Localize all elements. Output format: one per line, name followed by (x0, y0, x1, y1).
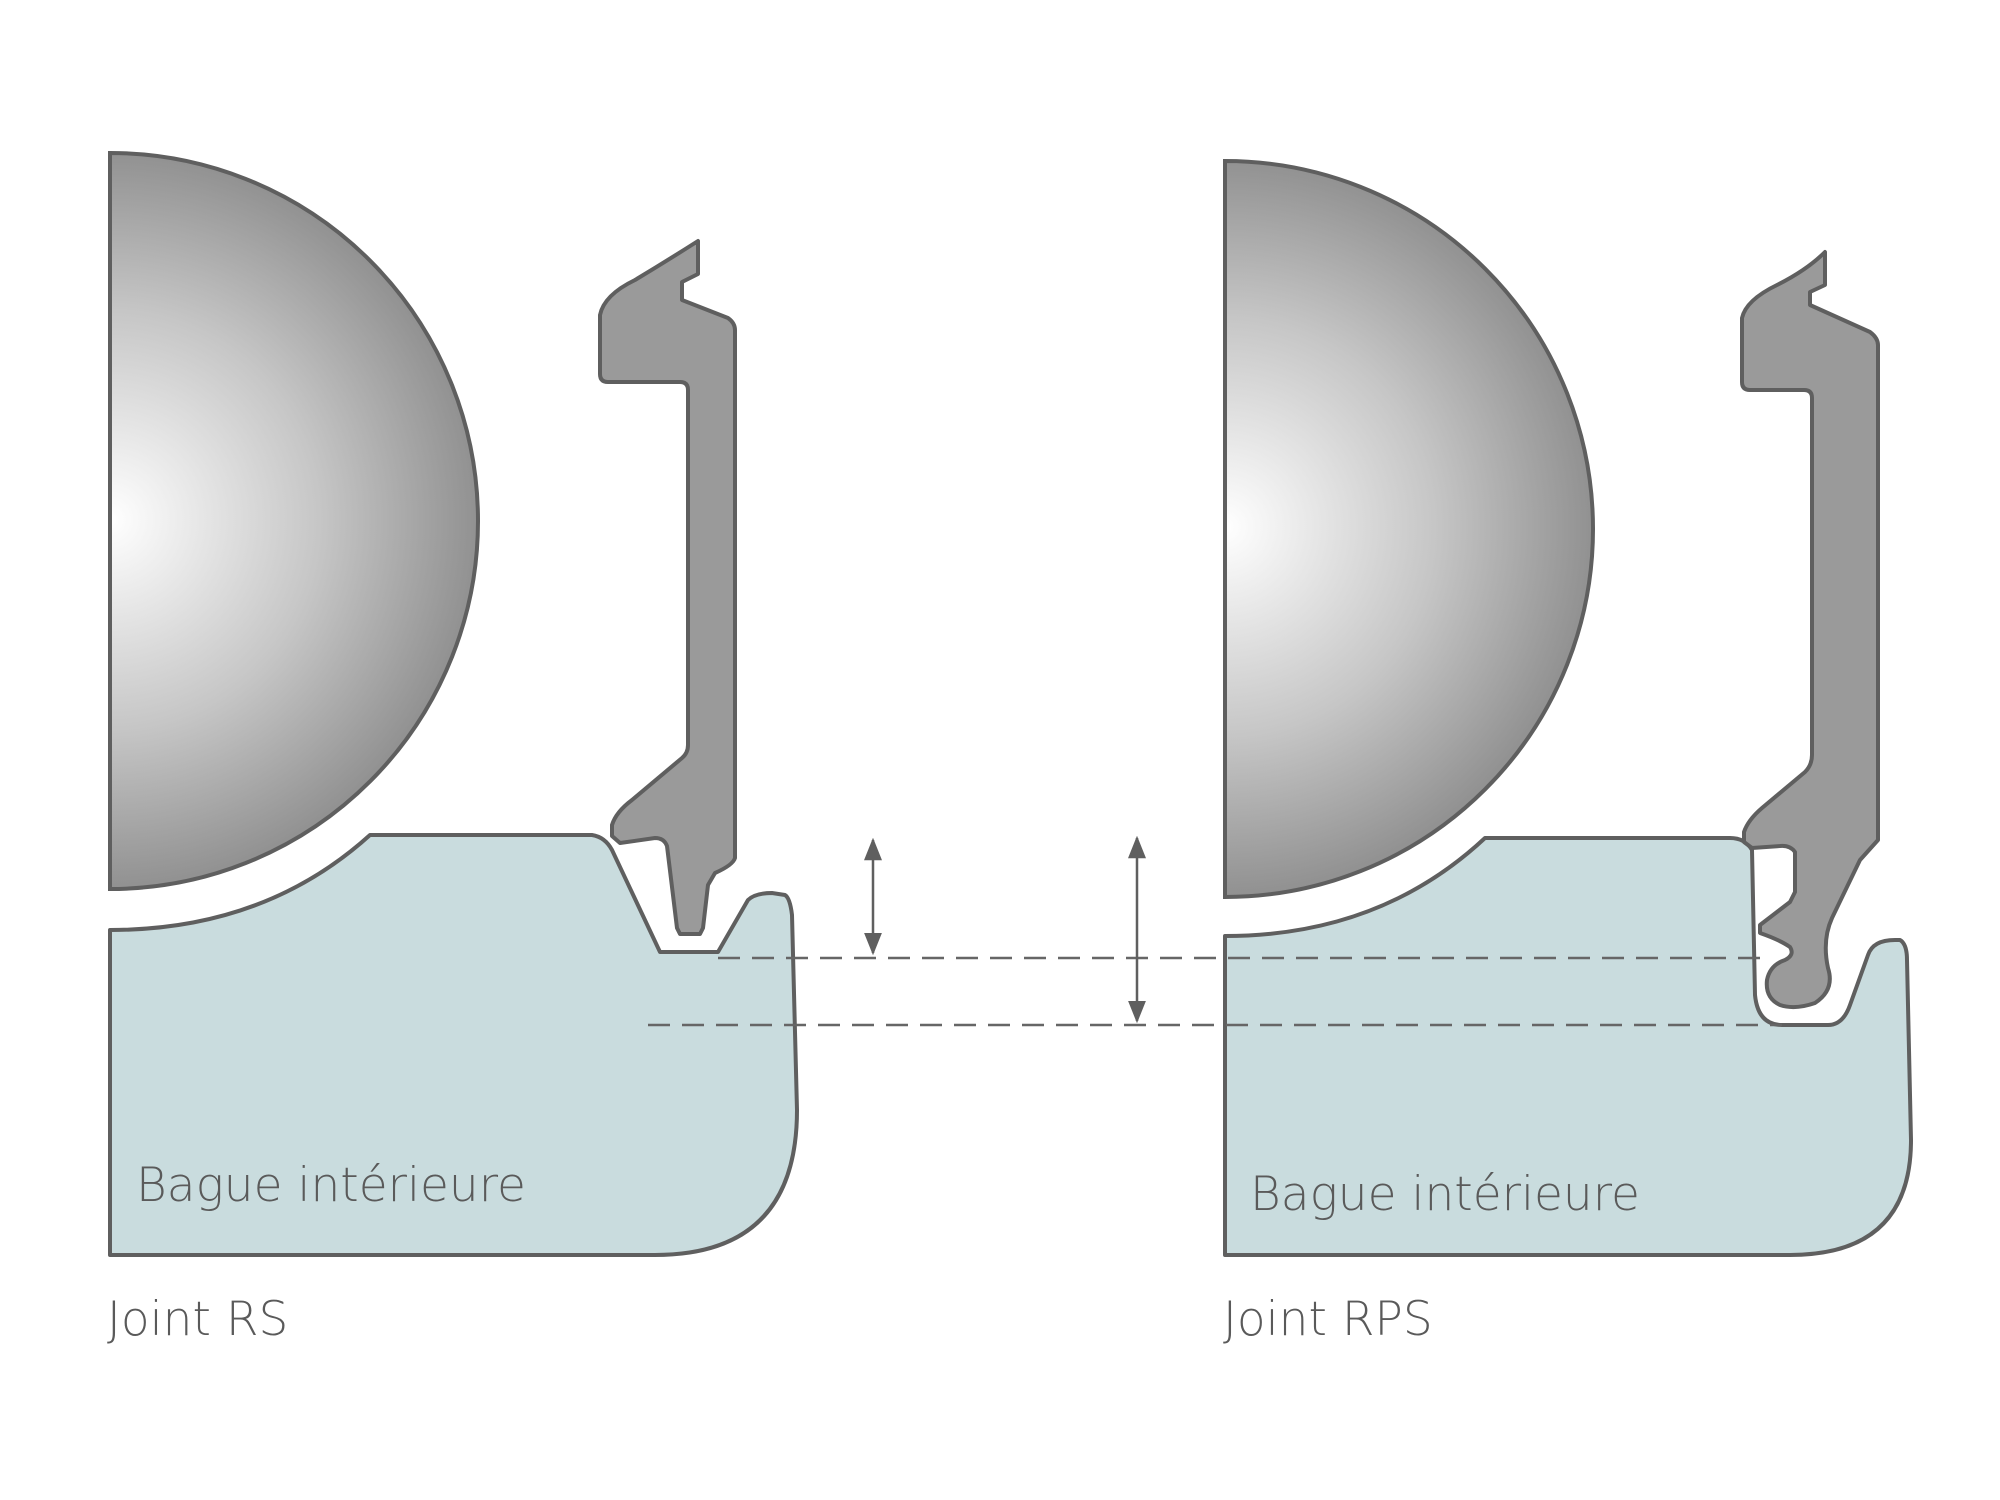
inner-ring-rs (108, 833, 799, 1257)
caption-joint-rs: Joint RS (107, 1292, 288, 1347)
caption-joint-rps: Joint RPS (1223, 1292, 1433, 1347)
ball-rs (108, 150, 480, 892)
ball-rps (1223, 158, 1595, 900)
seal-rs (598, 239, 737, 936)
inner-ring-rps (1223, 836, 1913, 1257)
panel-joint-rs: Bague intérieure Joint RS (107, 150, 799, 1347)
seal-rps (1740, 250, 1880, 1010)
panel-joint-rps: Bague intérieure Joint RPS (1223, 158, 1913, 1347)
inner-ring-label-rs: Bague intérieure (136, 1158, 526, 1213)
inner-ring-label-rps: Bague intérieure (1250, 1167, 1640, 1222)
